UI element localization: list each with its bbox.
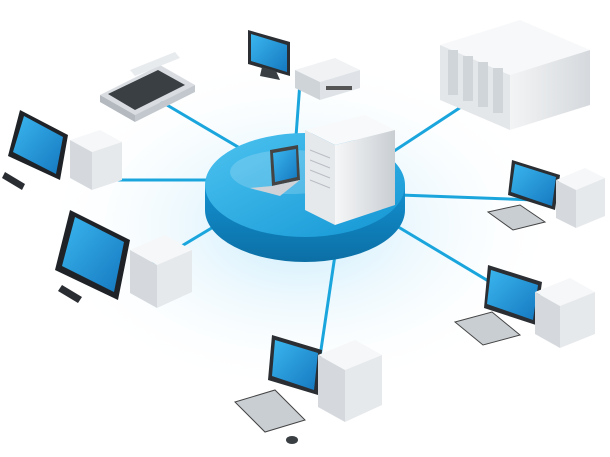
workstation-bottom-icon	[234, 335, 382, 444]
workstation-right-1-icon	[486, 160, 605, 231]
workstation-left-2-icon	[55, 210, 192, 308]
monitor-with-recorder-icon	[248, 30, 360, 100]
laptop-icon	[250, 145, 300, 196]
server-rack-icon	[440, 20, 590, 130]
scanner-icon	[100, 52, 195, 122]
link-right-1	[398, 193, 537, 202]
workstation-left-1-icon	[2, 110, 122, 190]
central-server-icon	[305, 115, 395, 225]
workstation-right-2-icon	[453, 265, 595, 348]
